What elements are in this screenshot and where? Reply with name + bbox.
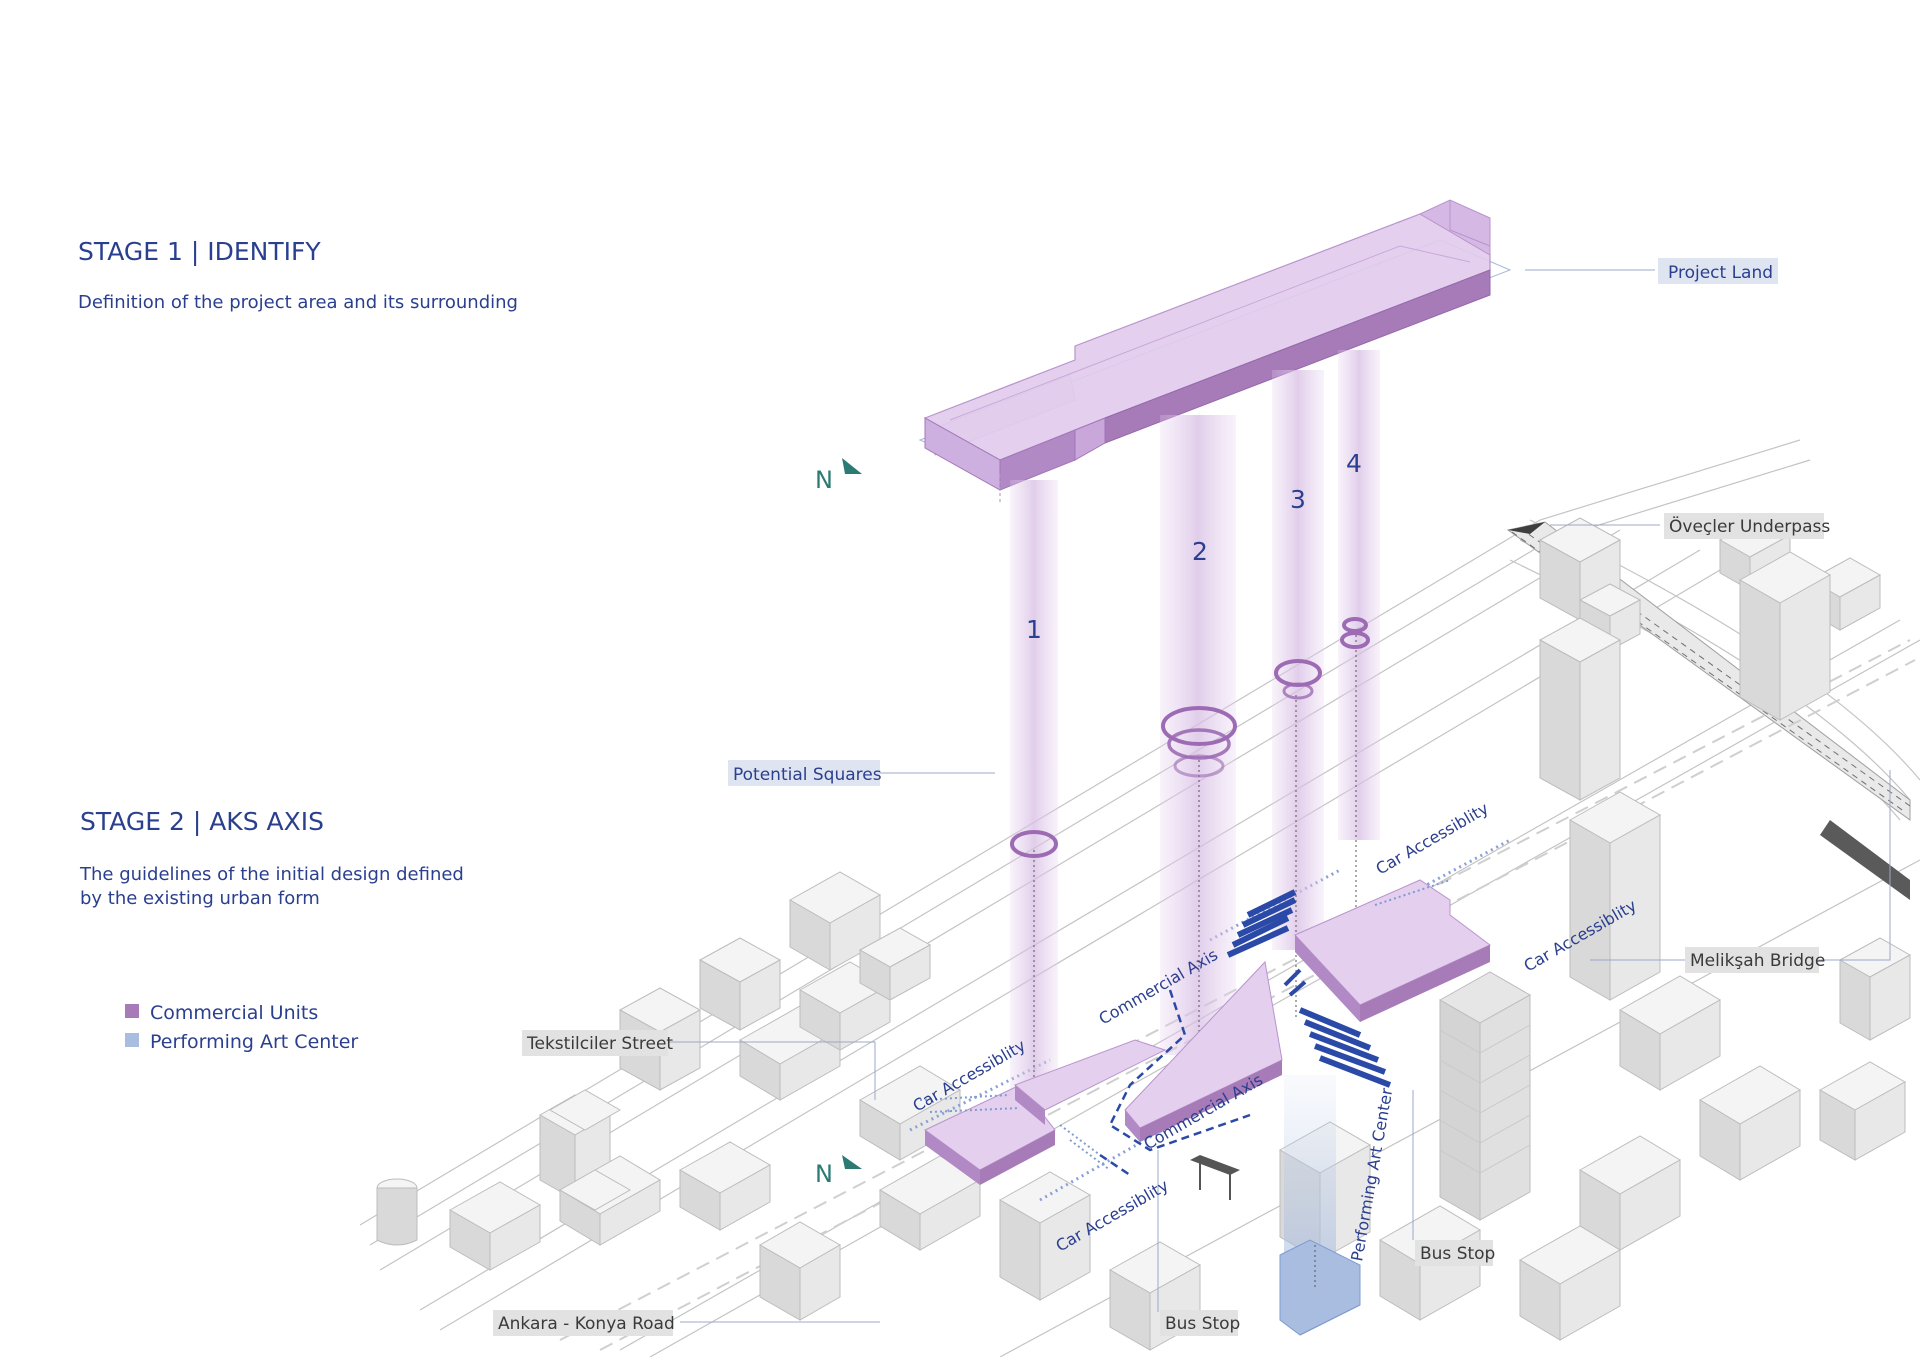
north-arrow-top: N	[815, 458, 862, 494]
north-label: N	[815, 1160, 833, 1188]
city-context	[359, 439, 1920, 1357]
callout-potential-squares: Potential Squares	[728, 760, 882, 786]
callout-project-land: Project Land	[1658, 258, 1778, 284]
callout-ankara-konya-road: Ankara - Konya Road	[493, 1310, 675, 1336]
svg-text:Bus Stop: Bus Stop	[1420, 1244, 1495, 1264]
crosswalk-stripes	[1226, 889, 1392, 1088]
north-label: N	[815, 466, 833, 494]
vertical-beams	[1010, 350, 1380, 1100]
towers	[548, 551, 1912, 1221]
svg-text:Bus Stop: Bus Stop	[1165, 1314, 1240, 1334]
bus-shelter-icon	[1190, 1155, 1240, 1200]
callout-tekstilciler-street: Tekstilciler Street	[522, 1030, 673, 1056]
svg-text:Öveçler Underpass: Öveçler Underpass	[1669, 515, 1830, 537]
potential-square-rings	[1010, 617, 1370, 858]
buildings-right	[1278, 517, 1907, 1341]
legend-label-commercial: Commercial Units	[150, 1002, 318, 1024]
square-ring-3b	[1282, 682, 1314, 700]
legend-label-performing: Performing Art Center	[150, 1031, 358, 1053]
square-ring-2b	[1167, 728, 1231, 760]
column-number-1: 1	[1026, 615, 1042, 644]
stage-2-block: STAGE 2 | AKS AXIS The guidelines of the…	[79, 807, 464, 909]
north-arrow-icon	[842, 1155, 862, 1169]
column-number-4: 4	[1346, 449, 1362, 478]
stage-2-description-line-1: The guidelines of the initial design def…	[79, 864, 464, 885]
svg-text:Project Land: Project Land	[1668, 263, 1773, 283]
stage-2-title: STAGE 2 | AKS AXIS	[80, 807, 324, 836]
callout-ovecler-underpass: Öveçler Underpass	[1664, 513, 1830, 539]
commercial-axis-path	[1099, 989, 1251, 1177]
stage-2-description-line-2: by the existing urban form	[80, 888, 320, 909]
beam-4	[1338, 350, 1380, 840]
callout-bus-stop-2: Bus Stop	[1415, 1240, 1495, 1266]
svg-text:Ankara - Konya Road: Ankara - Konya Road	[498, 1314, 675, 1334]
legend: Commercial Units Performing Art Center	[125, 1002, 358, 1053]
stage-1-block: STAGE 1 | IDENTIFY Definition of the pro…	[78, 237, 518, 313]
legend-swatch-performing	[125, 1033, 139, 1047]
car-accessibility-label-2: Car Accessiblity	[1373, 799, 1492, 879]
svg-text:Tekstilciler Street: Tekstilciler Street	[526, 1034, 673, 1054]
north-arrow-bottom: N	[815, 1155, 862, 1188]
square-ring-1	[1010, 830, 1058, 858]
legend-swatch-commercial	[125, 1004, 139, 1018]
square-ring-2c	[1173, 754, 1225, 778]
column-numbers: 1 2 3 4	[1026, 449, 1362, 644]
stage-1-description: Definition of the project area and its s…	[78, 292, 518, 313]
column-number-2: 2	[1192, 537, 1208, 566]
callout-meliksah-bridge: Melikşah Bridge	[1685, 947, 1825, 973]
stage-1-title: STAGE 1 | IDENTIFY	[78, 237, 321, 266]
pac-beam	[1284, 1075, 1336, 1255]
car-access-hatches	[919, 879, 1451, 1171]
square-ring-2a	[1161, 706, 1237, 746]
svg-text:Potential Squares: Potential Squares	[733, 765, 882, 785]
column-number-3: 3	[1290, 485, 1306, 514]
callout-bus-stop-1: Bus Stop	[1160, 1310, 1240, 1336]
square-ring-4b	[1340, 631, 1370, 649]
svg-text:Melikşah Bridge: Melikşah Bridge	[1690, 951, 1825, 971]
buildings-left	[376, 871, 1202, 1351]
north-arrow-icon	[842, 458, 862, 474]
ground-site	[924, 879, 1491, 1336]
project-land-slab	[918, 199, 1512, 505]
